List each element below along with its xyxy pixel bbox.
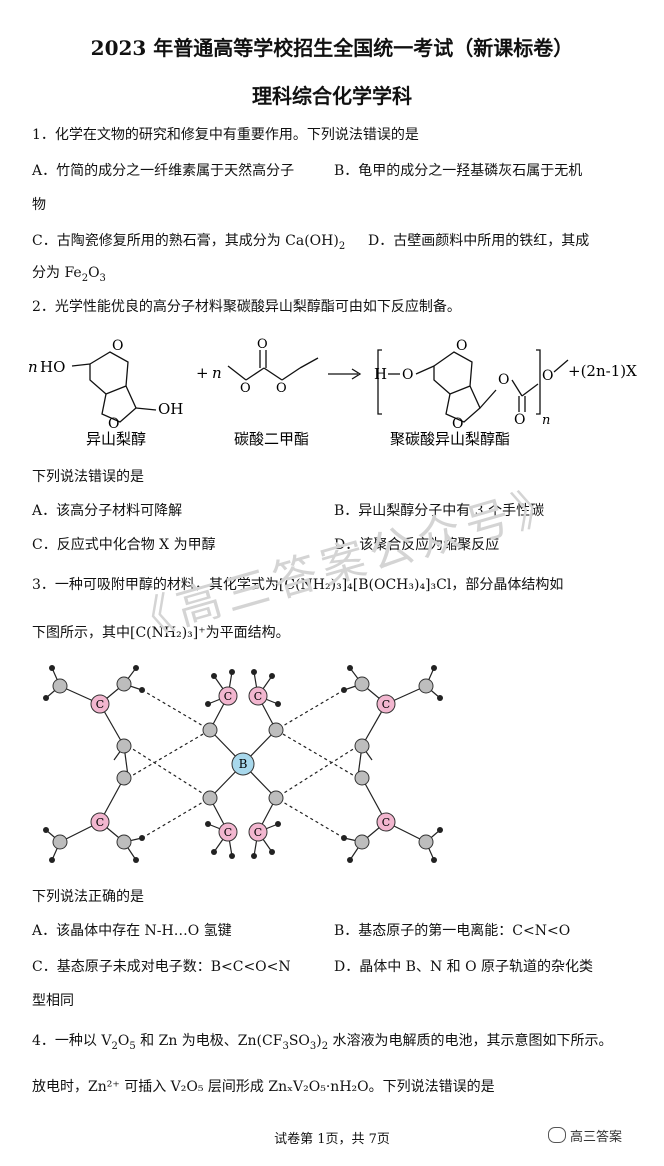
q3-c-label: C <box>96 698 104 711</box>
q3-option-c: C．基态原子未成对电子数：B<C<O<N <box>32 959 291 975</box>
q3-cation: [C(NH₂)₃]⁺ <box>130 625 206 641</box>
q3-c-label: C <box>224 690 232 703</box>
q2-option-c: C．反应式中化合物 X 为甲醇 <box>32 537 216 553</box>
wechat-icon <box>548 1127 566 1143</box>
q2-n-left: n <box>28 358 38 376</box>
q2-poly-o3: O <box>452 416 463 432</box>
q3-stem: 3．一种可吸附甲醇的材料，其化学式为[C(NH₂)₃]₄[B(OCH₃)₄]₃C… <box>32 577 564 593</box>
q2-carbonate-o1: O <box>240 381 251 396</box>
q3-c-label: C <box>96 816 104 829</box>
q2-sub-n: n <box>542 413 550 428</box>
q2-carbonate-o-top: O <box>257 337 268 352</box>
q2-plus: + <box>196 364 209 382</box>
q3-option-d-cont: 型相同 <box>32 993 74 1009</box>
q1-option-c: C．古陶瓷修复所用的熟石膏，其成分为 Ca(OH)2 <box>32 233 346 252</box>
q2-ring-o1: O <box>112 338 123 354</box>
q3-boron-atom <box>231 752 255 776</box>
q3-formula: [C(NH₂)₃]₄[B(OCH₃)₄]₃Cl <box>278 577 452 593</box>
q2-oh: OH <box>158 400 183 418</box>
q2-option-d: D．该聚合反应为缩聚反应 <box>334 537 500 553</box>
q2-option-a: A．该高分子材料可降解 <box>32 503 183 519</box>
q3-option-d: D．晶体中 B、N 和 O 原子轨道的杂化类 <box>334 959 594 975</box>
q2-name-isosorbide: 异山梨醇 <box>86 430 146 448</box>
q2-poly-o1: O <box>402 367 413 383</box>
q3-option-b: B．基态原子的第一电离能：C<N<O <box>334 923 571 939</box>
q2-ring-o2: O <box>108 416 119 432</box>
q2-name-dmc: 碳酸二甲酯 <box>234 430 309 448</box>
q3-c-label: C <box>254 690 262 703</box>
q1-option-a: A．竹简的成分之一纤维素属于天然高分子 <box>32 163 295 179</box>
exam-subtitle: 理科综合化学学科 <box>252 84 412 108</box>
brand-tag: 高三答案 <box>548 1126 622 1145</box>
q3-carbon-atoms <box>90 686 396 842</box>
q1-option-d-cont: 分为 Fe2O3 <box>32 265 106 284</box>
q2-poly-o6: O <box>542 368 553 384</box>
q3-option-a: A．该晶体中存在 N-H…O 氢键 <box>32 923 232 939</box>
q2-reaction-scheme: n HO OH O O + n O O O H O O O O O O n +(… <box>28 337 637 448</box>
q3-crystal-structure: C C C C C C C C B <box>43 665 443 863</box>
q3-b-label: B <box>239 757 248 771</box>
q1-option-d: D．古壁画颜料中所用的铁红，其成 <box>368 233 590 249</box>
q4-stem: 4．一种以 V2O5 和 Zn 为电极、Zn(CF3SO3)2 水溶液为电解质的… <box>32 1033 613 1052</box>
q2-poly-o5: O <box>514 412 525 428</box>
q4-stem-line2: 放电时，Zn²⁺ 可插入 V₂O₅ 层间形成 ZnₓV₂O₅·nH₂O。下列说法… <box>32 1079 495 1095</box>
q3-stem-line2: 下图所示，其中[C(NH₂)₃]⁺为平面结构。 <box>32 625 290 641</box>
q2-stem: 2．光学性能优良的高分子材料聚碳酸异山梨醇酯可由如下反应制备。 <box>32 299 461 315</box>
q3-c-label: C <box>224 826 232 839</box>
q3-gray-atoms <box>52 676 434 850</box>
q3-lead: 下列说法正确的是 <box>32 889 144 905</box>
q2-option-b: B．异山梨醇分子中有 3 个手性碳 <box>334 503 545 519</box>
q2-ho: HO <box>40 358 65 376</box>
page-footer: 试卷第 1页，共 7页 <box>274 1132 390 1147</box>
q2-lead: 下列说法错误的是 <box>32 469 144 485</box>
q3-c-label: C <box>382 816 390 829</box>
q2-h: H <box>374 365 387 383</box>
q1-option-b-cont: 物 <box>32 197 46 213</box>
exam-title: 2023 年普通高等学校招生全国统一考试（新课标卷） <box>90 36 574 60</box>
q3-c-label: C <box>254 826 262 839</box>
q2-poly-o4: O <box>498 372 509 388</box>
q3-c-label: C <box>382 698 390 711</box>
q2-poly-o2: O <box>456 338 467 354</box>
q2-name-polymer: 聚碳酸异山梨醇酯 <box>390 430 510 448</box>
q1-stem: 1．化学在文物的研究和修复中有重要作用。下列说法错误的是 <box>32 127 419 143</box>
q2-n-carbonate: n <box>212 364 222 382</box>
q2-byproduct: +(2n-1)X <box>568 362 637 380</box>
q2-carbonate-o2: O <box>276 381 287 396</box>
q1-option-b: B．龟甲的成分之一羟基磷灰石属于无机 <box>334 163 583 179</box>
